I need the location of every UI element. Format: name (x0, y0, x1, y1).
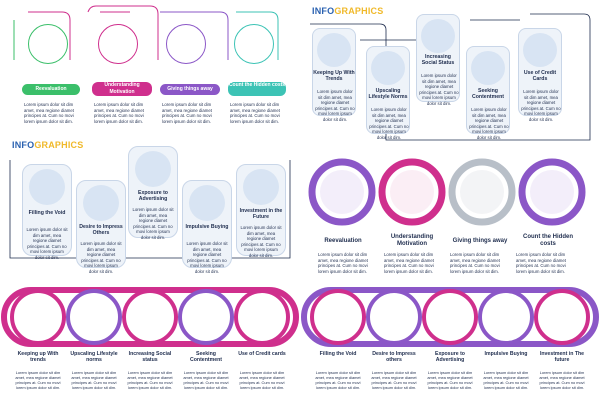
card-c4-title: Impulsive Buying (185, 224, 229, 230)
impress-icon (83, 185, 119, 221)
bottom-left-label-5: Use of Credit cards (238, 351, 286, 357)
social-status-icon (421, 19, 455, 53)
ring-chain-bottom-left (1, 287, 299, 347)
ring-text-1: Lorem ipsum dolor sit dim amet, mea regi… (318, 252, 368, 274)
step-text-3: Lorem ipsum dolor sit dim amet, mea regi… (162, 102, 212, 124)
step-text-4: Lorem ipsum dolor sit dim amet, mea regi… (230, 102, 280, 124)
ring-chain-middle-right (308, 158, 586, 226)
trends-icon (317, 33, 351, 67)
bottom-left-label-1: Keeping up With trends (17, 351, 59, 363)
card-outline-top-right (310, 13, 591, 141)
ring-label-1: Reevaluation (324, 238, 362, 244)
card-c5-title: Investment in the Future (239, 208, 283, 220)
card-c4: Impulsive Buying Lorem ipsum dolor sit d… (182, 180, 232, 274)
ring-text-2: Lorem ipsum dolor sit dim amet, mea regi… (384, 252, 434, 274)
card-4: Seeking Contentment Lorem ipsum dolor si… (466, 46, 510, 140)
card-text-3: Lorem ipsum dolor sit dim amet, mea regi… (419, 73, 459, 106)
bottom-right-text-2: Lorem ipsum dolor sit dim amet, mea regi… (371, 370, 417, 391)
card-title-4: Seeking Contentment (472, 88, 504, 100)
lifestyle-icon (371, 51, 405, 85)
bottom-right-text-5: Lorem ipsum dolor sit dim amet, mea regi… (539, 370, 585, 391)
connector-lines-top-left (13, 5, 279, 60)
card-2: Upscaling Lifestyle Norms Lorem ipsum do… (366, 46, 410, 140)
bottom-left-text-3: Lorem ipsum dolor sit dim amet, mea regi… (127, 370, 173, 391)
card-title-3: Increasing Social Status (421, 54, 455, 66)
contentment-icon (471, 51, 505, 85)
card-text-1: Lorem ipsum dolor sit dim amet, mea regi… (315, 89, 355, 122)
bottom-left-label-3: Increasing Social status (128, 351, 172, 363)
bottom-left-text-1: Lorem ipsum dolor sit dim amet, mea regi… (15, 370, 61, 391)
bottom-right-label-2: Desire to Impress others (372, 351, 416, 363)
bottom-left-label-2: Upscaling Lifestyle norms (70, 351, 118, 363)
card-c2-title: Desire to Impress Others (79, 224, 123, 236)
step-text-2: Lorem ipsum dolor sit dim amet, mea regi… (94, 102, 144, 124)
card-c3-text: Lorem ipsum dolor sit dim amet, mea regi… (132, 207, 174, 240)
bottom-right-label-5: Investment in The future (539, 351, 585, 363)
card-outline-middle-left (9, 160, 291, 259)
infographics-heading-middle: INFOGRAPHICS (12, 140, 84, 150)
card-c1-title: Filling the Void (28, 210, 66, 216)
card-c1: Filling the Void Lorem ipsum dolor sit d… (22, 164, 72, 260)
bottom-left-text-5: Lorem ipsum dolor sit dim amet, mea regi… (239, 370, 285, 391)
price-tag-icon (234, 24, 274, 64)
card-c1-text: Lorem ipsum dolor sit dim amet, mea regi… (26, 227, 68, 260)
ring-text-3: Lorem ipsum dolor sit dim amet, mea regi… (450, 252, 500, 274)
card-title-5: Use of Credit Cards (523, 70, 557, 82)
bottom-right-label-3: Exposure to Advertising (435, 351, 465, 363)
card-c4-text: Lorem ipsum dolor sit dim amet, mea regi… (186, 241, 228, 274)
step-pill-1: Reevaluation (22, 84, 80, 95)
bottom-right-label-1: Filling the Void (319, 351, 357, 357)
card-text-5: Lorem ipsum dolor sit dim amet, mea regi… (521, 89, 561, 122)
megaphone-icon (98, 24, 138, 64)
step-pill-2: Understanding Motivation (92, 82, 152, 96)
ring-chain-bottom-right (301, 287, 599, 347)
bottom-left-text-4: Lorem ipsum dolor sit dim amet, mea regi… (183, 370, 229, 391)
card-5: Use of Credit Cards Lorem ipsum dolor si… (518, 28, 562, 122)
bottom-right-text-1: Lorem ipsum dolor sit dim amet, mea regi… (315, 370, 361, 391)
card-3: Increasing Social Status Lorem ipsum dol… (416, 14, 460, 106)
card-c3: Exposure to Advertising Lorem ipsum dolo… (128, 146, 178, 240)
advertising-icon (135, 151, 171, 187)
ring-label-4: Count the Hidden costs (523, 234, 573, 247)
void-icon (29, 169, 65, 205)
ring-label-2: Understanding Motivation (390, 234, 434, 247)
infographics-heading-top: INFOGRAPHICS (312, 6, 384, 16)
investment-icon (243, 169, 279, 205)
card-title-2: Upscaling Lifestyle Norms (368, 88, 408, 100)
card-1: Keeping Up With Trends Lorem ipsum dolor… (312, 28, 356, 122)
ring-label-3: Giving things away (452, 238, 508, 244)
bottom-right-label-4: Impulsive Buying (484, 351, 528, 357)
credit-card-icon (523, 33, 557, 67)
bottom-left-text-2: Lorem ipsum dolor sit dim amet, mea regi… (71, 370, 117, 391)
card-c2: Desire to Impress Others Lorem ipsum dol… (76, 180, 126, 274)
card-text-4: Lorem ipsum dolor sit dim amet, mea regi… (469, 107, 509, 140)
ring-text-4: Lorem ipsum dolor sit dim amet, mea regi… (516, 252, 566, 274)
card-title-1: Keeping Up With Trends (313, 70, 355, 82)
impulse-icon (189, 185, 225, 221)
step-pill-3: Giving things away (160, 84, 220, 95)
card-c2-text: Lorem ipsum dolor sit dim amet, mea regi… (80, 241, 122, 274)
bottom-right-text-4: Lorem ipsum dolor sit dim amet, mea regi… (483, 370, 529, 391)
bottom-right-text-3: Lorem ipsum dolor sit dim amet, mea regi… (427, 370, 473, 391)
card-text-2: Lorem ipsum dolor sit dim amet, mea regi… (369, 107, 409, 140)
card-c5-text: Lorem ipsum dolor sit dim amet, mea regi… (240, 225, 282, 258)
card-c5: Investment in the Future Lorem ipsum dol… (236, 164, 286, 258)
reevaluation-icon (28, 24, 68, 64)
step-text-1: Lorem ipsum dolor sit dim amet, mea regi… (24, 102, 74, 124)
gift-icon (166, 24, 206, 64)
step-pill-4: Count the Hidden costs (228, 82, 286, 96)
card-c3-title: Exposure to Advertising (138, 190, 168, 202)
bottom-left-label-4: Seeking Contentment (190, 351, 222, 363)
